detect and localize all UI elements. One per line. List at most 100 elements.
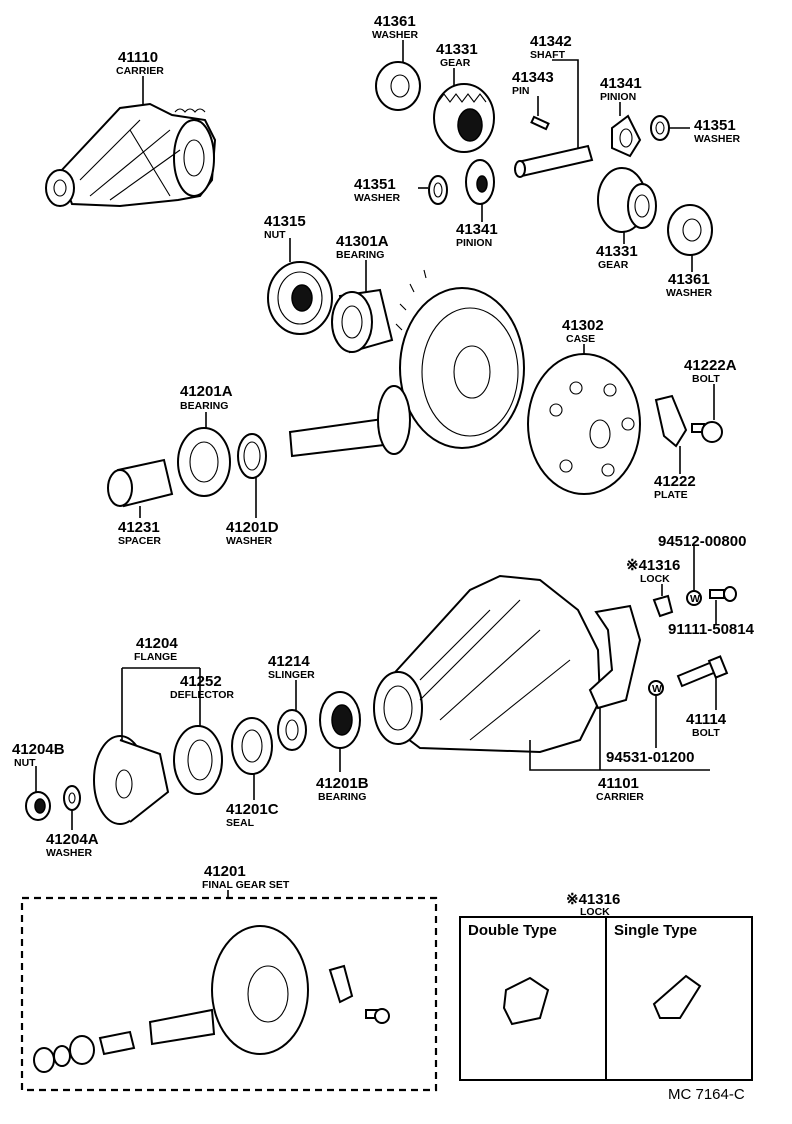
part-number: 91111-50814	[668, 621, 755, 638]
washer-marker: W	[690, 593, 700, 605]
part-number: 41110	[118, 49, 158, 66]
part-name: BOLT	[692, 727, 720, 739]
part-number: 41252	[180, 673, 222, 690]
part-name: WASHER	[666, 287, 713, 299]
part-number: 41201	[204, 863, 246, 880]
washer-41361-top-drawing	[375, 61, 421, 111]
part-name: WASHER	[226, 535, 273, 547]
part-name: BOLT	[692, 373, 720, 385]
ring-gear-drawing	[395, 269, 525, 449]
part-number: 41204A	[46, 831, 99, 848]
part-number: 41201C	[226, 801, 279, 818]
carrier-41101-drawing	[373, 574, 602, 754]
lock-box-number: ※41316	[566, 891, 620, 908]
carrier-41110-drawing	[45, 102, 217, 208]
bolt-41114-drawing	[676, 655, 729, 688]
part-name: PINION	[600, 91, 636, 103]
part-name: WASHER	[354, 192, 401, 204]
part-number: 41331	[596, 243, 638, 260]
final-gear-set-drawing	[33, 925, 390, 1073]
nut-41204b-drawing	[25, 791, 51, 821]
gear-41331-right-drawing	[597, 167, 657, 233]
part-number: 41301A	[336, 233, 389, 250]
part-number: 41114	[686, 711, 727, 728]
lock-box-name: LOCK	[580, 906, 610, 918]
part-number: 41342	[530, 33, 572, 50]
washer-94531-01200-drawing: W	[648, 680, 664, 696]
bolt-91111-50814-drawing	[709, 586, 737, 602]
part-name: SHAFT	[530, 49, 566, 61]
lock-41316-drawing	[652, 594, 674, 618]
differential-case-41302-drawing	[527, 353, 641, 495]
part-name: FLANGE	[134, 651, 177, 663]
single-type-label: Single Type	[614, 922, 697, 939]
part-labels: 41110 CARRIER 41361 WASHER 41331 GEAR 41…	[12, 13, 755, 1103]
part-name: PINION	[456, 237, 492, 249]
part-number: ※41316	[626, 557, 680, 574]
slinger-41214-drawing	[277, 709, 307, 751]
washer-94512-00800-drawing: W	[686, 590, 702, 606]
part-number: 41361	[374, 13, 416, 30]
bearing-41201a-drawing	[177, 427, 231, 497]
washer-41351-left-drawing	[428, 175, 448, 205]
part-name: DEFLECTOR	[170, 689, 234, 701]
washer-marker: W	[652, 683, 662, 695]
part-number: 41201B	[316, 775, 369, 792]
drive-pinion-drawing	[288, 385, 411, 458]
deflector-41252-drawing	[173, 725, 223, 795]
part-number: 41201D	[226, 519, 279, 536]
washer-41204a-drawing	[63, 785, 81, 811]
part-name: SEAL	[226, 817, 255, 829]
seal-41201c-drawing	[231, 717, 273, 775]
part-number: 41204	[136, 635, 178, 652]
part-name: WASHER	[694, 133, 741, 145]
nut-41315-drawing	[267, 261, 333, 335]
single-type-lock-drawing	[652, 974, 702, 1019]
spacer-41231-drawing	[107, 458, 174, 508]
part-name: CASE	[566, 333, 595, 345]
part-number: 41201A	[180, 383, 233, 400]
final-gear-set-box	[20, 896, 438, 1092]
part-number: 41101	[598, 775, 639, 792]
pinion-41341-left-drawing	[465, 159, 495, 205]
bearing-41301a-drawing	[331, 288, 394, 354]
part-number: 41351	[694, 117, 736, 134]
part-name: CARRIER	[596, 791, 644, 803]
part-number: 41222A	[684, 357, 737, 374]
part-name: GEAR	[440, 57, 471, 69]
double-type-label: Double Type	[468, 922, 557, 939]
plate-41222-drawing	[654, 394, 688, 448]
part-name: NUT	[264, 229, 286, 241]
part-name: LOCK	[640, 573, 670, 585]
part-number: 41214	[268, 653, 310, 670]
part-name: WASHER	[46, 847, 93, 859]
part-name: BEARING	[336, 249, 384, 261]
part-number: 41341	[456, 221, 498, 238]
part-name: PLATE	[654, 489, 688, 501]
part-number: 41343	[512, 69, 554, 86]
double-type-lock-drawing	[502, 976, 550, 1026]
washer-41361-bottom-drawing	[667, 204, 713, 256]
flange-41204-drawing	[93, 735, 170, 825]
part-name: WASHER	[372, 29, 419, 41]
leader-lines	[35, 40, 717, 898]
washer-41201d-drawing	[237, 433, 267, 479]
part-number: 41361	[668, 271, 710, 288]
part-name: PIN	[512, 85, 530, 97]
part-number: 41341	[600, 75, 642, 92]
part-name: BEARING	[180, 400, 228, 412]
part-name: GEAR	[598, 259, 629, 271]
part-number: 41302	[562, 317, 604, 334]
part-number: 41231	[118, 519, 160, 536]
pin-41343-drawing	[530, 115, 550, 131]
part-name: SPACER	[118, 535, 161, 547]
part-number: 41331	[436, 41, 478, 58]
part-number: 41222	[654, 473, 696, 490]
gear-41331-top-drawing	[433, 83, 495, 153]
figure-code: MC 7164-C	[668, 1086, 745, 1103]
part-number: 94531-01200	[606, 749, 694, 766]
washer-41351-right-drawing	[650, 115, 670, 141]
part-name: SLINGER	[268, 669, 315, 681]
